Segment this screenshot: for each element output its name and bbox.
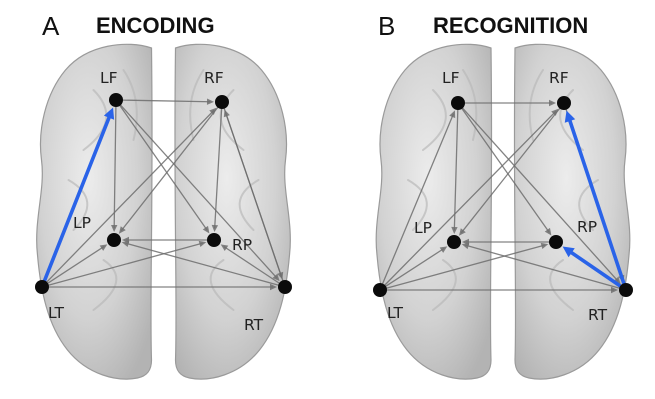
panel-b-node-label-lf: LF xyxy=(442,69,460,87)
node-lf xyxy=(451,96,465,110)
brain-sulcus xyxy=(432,259,457,311)
brain-sulcus xyxy=(407,179,428,231)
panel-b: B RECOGNITION LF RF LP RP LT RT xyxy=(373,11,633,380)
edge-lf-to-rf xyxy=(464,99,556,107)
panel-a-edges xyxy=(42,98,284,291)
edge-lt-to-lf xyxy=(382,110,456,285)
node-rt xyxy=(619,283,633,297)
edge-lt-to-rp xyxy=(48,240,207,286)
brain-sulcus xyxy=(238,179,260,231)
node-lp xyxy=(107,233,121,247)
panel-a-node-label-lp: LP xyxy=(73,214,91,232)
panel-b-letter: B xyxy=(378,11,395,41)
edge-rf-to-lp xyxy=(118,106,219,234)
edge-lt-to-rt xyxy=(48,283,277,291)
panel-a-node-label-rp: RP xyxy=(232,236,252,254)
edge-lf-to-lp xyxy=(111,106,118,233)
edge-rf-to-rp xyxy=(211,108,223,233)
node-rf xyxy=(215,95,229,109)
brain-sulcus xyxy=(122,69,138,141)
edge-lf-to-rf xyxy=(122,98,215,105)
panel-b-node-label-rf: RF xyxy=(549,69,569,87)
edge-lf-to-rp xyxy=(461,108,552,236)
panel-b-edges xyxy=(382,99,626,294)
brain-sulcus xyxy=(67,179,89,231)
edge-rt-to-rp xyxy=(562,246,623,288)
edge-lt-to-rp xyxy=(386,242,549,289)
edge-rt-to-lp xyxy=(121,240,279,286)
panel-b-node-label-rt: RT xyxy=(588,306,608,324)
edge-rt-to-lp xyxy=(461,242,620,289)
edge-rt-to-rf xyxy=(223,109,284,282)
node-rf xyxy=(557,96,571,110)
brain-sulcus xyxy=(92,259,118,311)
node-rp xyxy=(207,233,221,247)
node-lf xyxy=(109,93,123,107)
brain-sulcus xyxy=(422,89,447,151)
edge-lf-to-rt xyxy=(120,104,280,282)
edge-lt-to-lp xyxy=(385,246,448,287)
edge-rt-to-rf xyxy=(564,110,626,286)
edge-lt-to-rf xyxy=(46,107,217,283)
node-lp xyxy=(447,235,461,249)
panel-a-node-label-rf: RF xyxy=(204,69,224,87)
panel-b-node-label-lt: LT xyxy=(387,304,404,322)
node-rt xyxy=(278,280,292,294)
panel-b-brain-illustration xyxy=(375,43,631,380)
right-hemisphere xyxy=(174,43,291,380)
panel-a-node-label-lf: LF xyxy=(100,69,118,87)
edge-rf-to-lp xyxy=(458,107,561,236)
left-hemisphere xyxy=(36,43,153,380)
panel-a-nodes xyxy=(35,93,292,294)
edge-lt-to-lp xyxy=(47,244,108,284)
panel-a-title: ENCODING xyxy=(96,13,215,38)
panel-a-letter: A xyxy=(42,11,60,41)
panel-b-nodes xyxy=(373,96,633,297)
edge-rt-to-rp xyxy=(220,244,280,284)
brain-sulcus xyxy=(82,89,108,151)
node-lt xyxy=(35,280,49,294)
edge-lt-to-rt xyxy=(386,286,618,294)
edge-lf-to-rt xyxy=(462,107,621,285)
panel-b-title: RECOGNITION xyxy=(433,13,588,38)
panel-a: A ENCODING LF RF LP RP LT RT xyxy=(35,11,292,380)
edge-lt-to-rf xyxy=(384,108,559,286)
left-hemisphere xyxy=(375,43,493,380)
edge-lf-to-lp xyxy=(451,109,459,235)
edge-lf-to-rp xyxy=(119,105,210,234)
panel-a-brain-illustration xyxy=(36,43,291,380)
panel-b-node-label-rp: RP xyxy=(577,218,597,236)
edge-lt-to-lf xyxy=(42,107,115,283)
brain-sulcus xyxy=(209,259,235,311)
panel-a-node-label-lt: LT xyxy=(48,304,65,322)
right-hemisphere xyxy=(513,43,631,380)
panel-b-node-label-lp: LP xyxy=(414,219,432,237)
node-rp xyxy=(549,235,563,249)
node-lt xyxy=(373,283,387,297)
panel-a-node-label-rt: RT xyxy=(244,316,264,334)
brain-sulcus xyxy=(549,259,574,311)
